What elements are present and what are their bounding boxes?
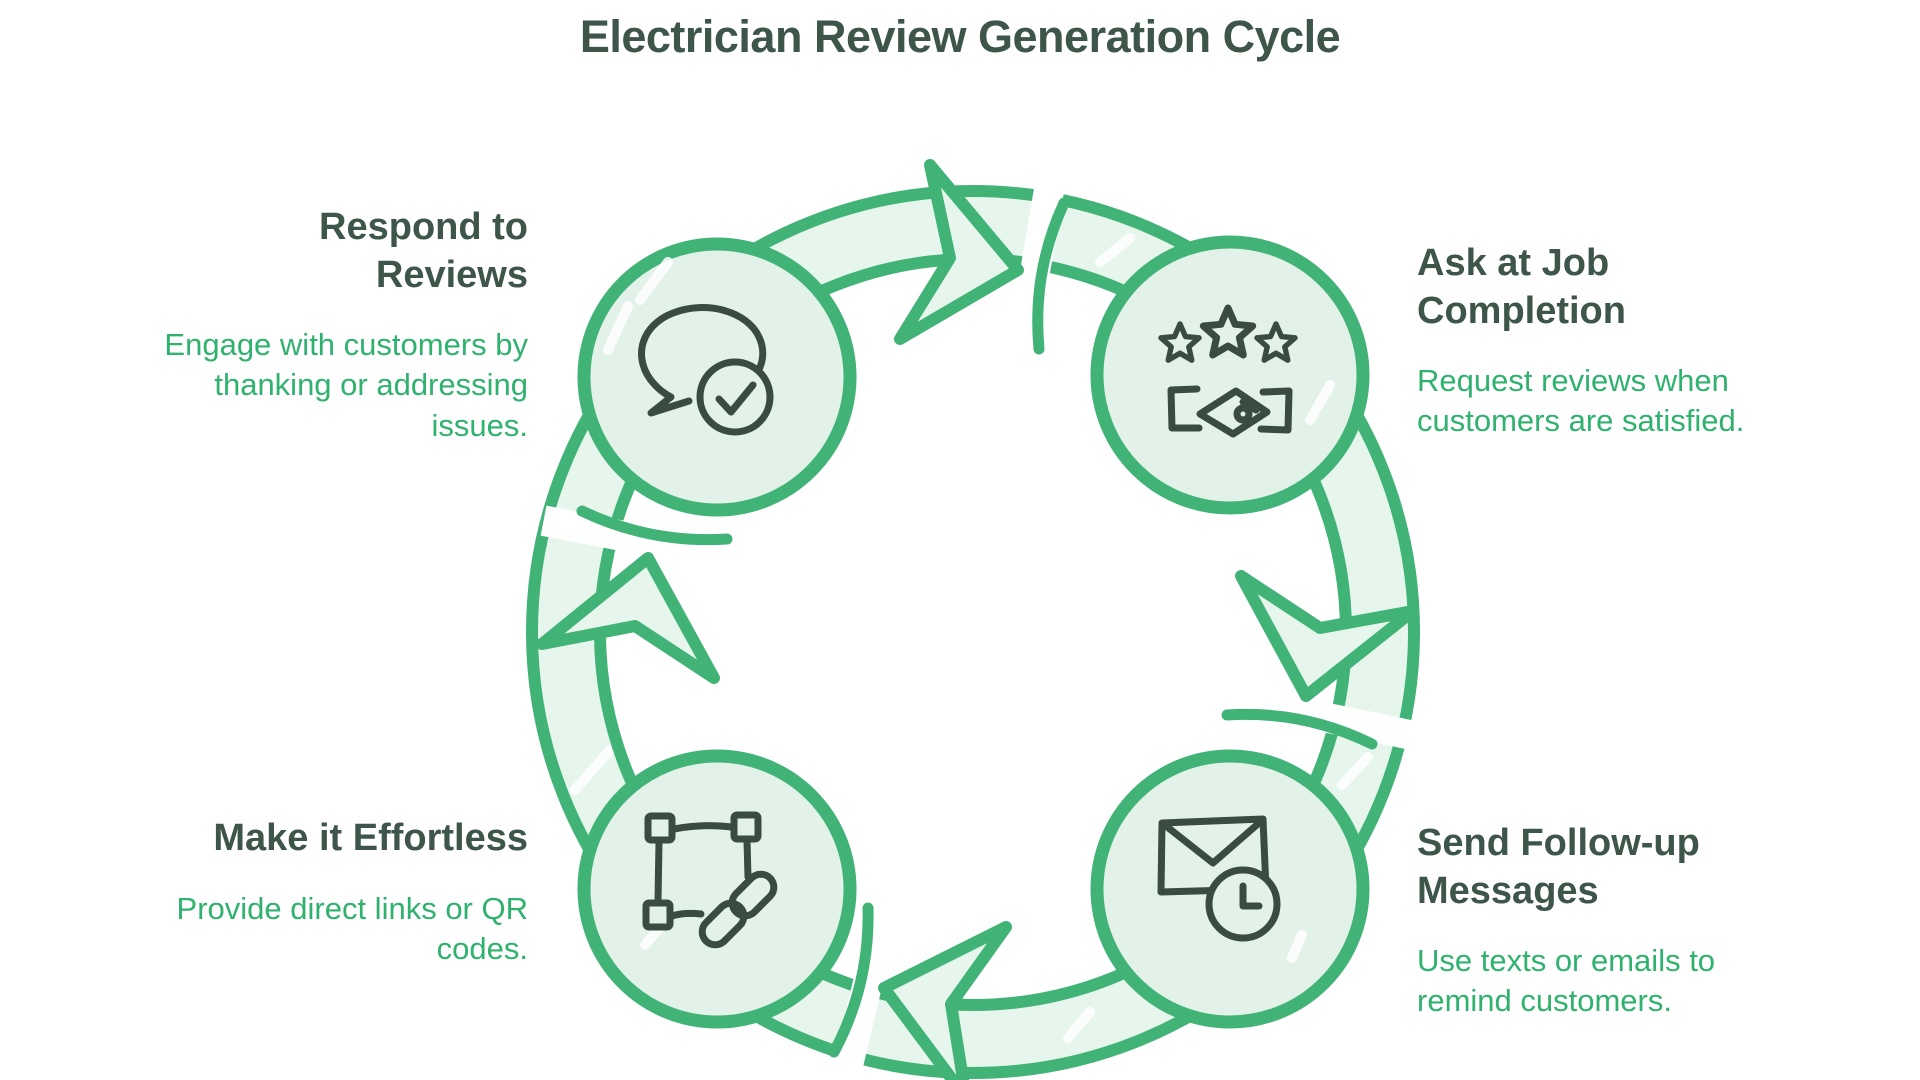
node-ask — [1090, 235, 1370, 515]
node-respond — [577, 237, 857, 517]
stars-handshake-icon — [1161, 308, 1295, 438]
cycle-arrow-right — [894, 159, 1070, 385]
step-desc: Request reviews when customers are satis… — [1417, 363, 1745, 439]
cycle-arrow-down — [1191, 570, 1419, 750]
node-follow-up — [1090, 749, 1370, 1029]
chat-check-icon — [638, 304, 774, 436]
step-block-follow-up: Send Follow-up Messages Use texts or ema… — [1417, 820, 1877, 1022]
step-title: Send Follow-up Messages — [1417, 822, 1700, 912]
cycle-arrow-left — [828, 873, 1012, 1080]
step-title: Respond to Reviews — [319, 206, 528, 296]
step-desc: Use texts or emails to remind customers. — [1417, 943, 1716, 1019]
step-title: Ask at Job Completion — [1417, 242, 1626, 332]
link-frame-icon — [642, 811, 778, 949]
envelope-clock-icon — [1157, 815, 1281, 942]
step-block-effortless: Make it Effortless Provide direct links … — [68, 815, 528, 969]
node-effortless — [577, 749, 857, 1029]
page-title: Electrician Review Generation Cycle — [579, 11, 1341, 62]
cycle-arrow-up — [536, 505, 763, 684]
step-block-ask: Ask at Job Completion Request reviews wh… — [1417, 240, 1877, 442]
step-title: Make it Effortless — [213, 817, 528, 859]
step-block-respond: Respond to Reviews Engage with customers… — [68, 204, 528, 446]
step-desc: Provide direct links or QR codes. — [176, 890, 528, 966]
step-desc: Engage with customers by thanking or add… — [164, 327, 528, 443]
